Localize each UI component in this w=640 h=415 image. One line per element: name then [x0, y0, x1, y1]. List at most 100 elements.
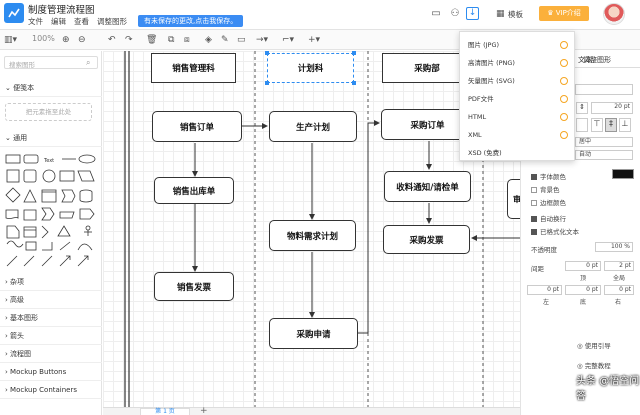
position-select[interactable]: 居中 [575, 137, 633, 147]
crown-icon: ♛ [547, 9, 556, 17]
spacing-top-field[interactable]: 0 pt [565, 261, 601, 271]
direction-select[interactable]: 自动 [575, 150, 633, 160]
node-sales-outbound[interactable]: 销售出库单 [154, 177, 234, 204]
add-page-icon[interactable]: + [200, 406, 208, 415]
font-size-field[interactable]: 20 pt [591, 102, 633, 114]
align-left-icon[interactable] [576, 118, 588, 132]
export-jpg[interactable]: 图片 (JPG) [460, 36, 576, 54]
opacity-field[interactable]: 100 % [595, 242, 633, 252]
selection-handle[interactable] [352, 51, 356, 55]
avatar[interactable] [603, 3, 625, 25]
line-height-icon[interactable]: ⇕ [576, 102, 588, 114]
node-purchase-invoice[interactable]: 采购发票 [383, 225, 470, 254]
checkbox[interactable] [531, 187, 537, 193]
section-general[interactable]: ⌄ 通用 [0, 130, 102, 147]
selection-handle[interactable] [265, 81, 269, 85]
menu-arrange[interactable]: 调整图形 [97, 17, 127, 26]
export-xml[interactable]: XML [460, 126, 576, 144]
section-mockup-containers[interactable]: › Mockup Containers [0, 382, 102, 399]
section-mockup-buttons[interactable]: › Mockup Buttons [0, 364, 102, 381]
fill-color-icon[interactable]: ◈ [205, 35, 212, 45]
line-color-icon[interactable]: ✎ [221, 35, 229, 45]
formatted-text-option[interactable]: 已格式化文本 [531, 226, 579, 236]
section-advanced[interactable]: › 高级 [0, 292, 102, 309]
undo-icon[interactable]: ↶ [108, 35, 116, 45]
template-icon[interactable]: ▦ [496, 9, 505, 19]
node-sales-invoice[interactable]: 销售发票 [154, 272, 234, 301]
redo-icon[interactable]: ↷ [125, 35, 133, 45]
section-arrows[interactable]: › 箭头 [0, 328, 102, 345]
checkbox[interactable] [531, 200, 537, 206]
border-color-option[interactable]: 边框颜色 [531, 197, 566, 207]
font-family-select[interactable] [575, 84, 633, 95]
export-xsd[interactable]: XSD (免费) [460, 144, 576, 162]
export-svg[interactable]: 矢量图片 (SVG) [460, 72, 576, 90]
shadow-icon[interactable]: ▭ [237, 35, 246, 45]
font-color-option[interactable]: 字体颜色 [531, 171, 566, 181]
node-partial-offscreen[interactable]: 审 [507, 179, 520, 219]
spacing-global-field[interactable]: 2 pt [604, 261, 634, 271]
general-shapes-grid[interactable]: Text [4, 152, 98, 270]
zoom-out-icon[interactable]: ⊖ [78, 35, 86, 45]
screen-icon[interactable]: ▭ [431, 8, 441, 19]
document-title[interactable]: 制度管理流程图 [28, 5, 95, 16]
section-label: Mockup Containers [10, 386, 77, 394]
tab-adjust[interactable]: 调整图形 [575, 52, 640, 68]
node-purchase-order[interactable]: 采购订单 [381, 109, 474, 140]
export-html[interactable]: HTML [460, 108, 576, 126]
menu-edit[interactable]: 编辑 [51, 17, 66, 26]
connector-style-icon[interactable]: →▾ [256, 35, 269, 45]
node-mrp[interactable]: 物料需求计划 [269, 220, 356, 251]
zoom-in-icon[interactable]: ⊕ [62, 35, 70, 45]
spacing-bottom-field[interactable]: 0 pt [565, 285, 601, 295]
section-basic[interactable]: › 基本图形 [0, 310, 102, 327]
section-misc[interactable]: › 杂项 [0, 274, 102, 291]
template-button[interactable]: 模板 [508, 10, 523, 19]
node-sales-order[interactable]: 销售订单 [152, 111, 242, 142]
valign-middle-icon[interactable]: ‡ [605, 118, 617, 132]
header-purchasing-dept[interactable]: 采购部 [382, 53, 472, 83]
valign-top-icon[interactable]: ⊤ [591, 118, 603, 132]
share-icon[interactable]: ⚇ [450, 8, 460, 19]
search-input[interactable]: 搜索图形 [4, 56, 98, 69]
section-flowchart[interactable]: › 流程图 [0, 346, 102, 363]
checkbox[interactable] [531, 229, 537, 235]
font-color-swatch[interactable] [612, 169, 634, 179]
export-png[interactable]: 高清图片 (PNG) [460, 54, 576, 72]
panel-toggle-icon[interactable]: ▥▾ [4, 35, 18, 45]
export-pdf[interactable]: PDF文件 [460, 90, 576, 108]
spacing-left-field[interactable]: 0 pt [527, 285, 562, 295]
page-tab[interactable]: 第 1 页 [140, 408, 190, 415]
node-purchase-request[interactable]: 采购申请 [269, 318, 358, 349]
scratchpad-dropzone[interactable]: 把元素拖至此处 [5, 103, 92, 121]
zoom-select[interactable]: 100% [32, 34, 55, 43]
waypoint-icon[interactable]: ⌐▾ [282, 35, 295, 45]
guide-link[interactable]: ◎ 使用引导 [577, 340, 611, 350]
node-production-plan[interactable]: 生产计划 [269, 111, 357, 142]
selection-handle[interactable] [352, 81, 356, 85]
export-download-icon[interactable]: ↓ [466, 7, 479, 20]
delete-icon[interactable]: 🗑 [146, 35, 158, 45]
diagram-canvas[interactable]: 销售管理科 计划科 采购部 销售订单 销售出库单 销售发票 生产计划 物料需求计… [103, 51, 520, 407]
spacing-right-field[interactable]: 0 pt [604, 285, 634, 295]
valign-bottom-icon[interactable]: ⊥ [619, 118, 631, 132]
header-planning-dept[interactable]: 计划科 [267, 53, 354, 83]
menu-view[interactable]: 查看 [74, 17, 89, 26]
node-receipt-inspection[interactable]: 收料通知/请检单 [384, 171, 471, 202]
to-back-icon[interactable]: ⧈ [184, 35, 190, 45]
search-icon[interactable]: ⌕ [86, 58, 91, 67]
header-sales-dept[interactable]: 销售管理科 [151, 53, 236, 83]
vip-button[interactable]: ♛ VIP介绍 [539, 6, 589, 21]
to-front-icon[interactable]: ⧉ [168, 35, 175, 45]
tutorial-link[interactable]: ◎ 完整教程 [577, 360, 611, 370]
tab-text-label[interactable]: 文本 [578, 56, 592, 64]
section-scratchpad[interactable]: ⌄ 便笺本 [0, 80, 102, 97]
insert-icon[interactable]: +▾ [308, 35, 321, 45]
menu-file[interactable]: 文件 [28, 17, 43, 26]
selection-handle[interactable] [265, 51, 269, 55]
unsaved-changes-notice[interactable]: 有未保存的更改,点击我保存。 [138, 15, 244, 27]
bg-color-option[interactable]: 背景色 [531, 184, 560, 194]
checkbox[interactable] [531, 174, 537, 180]
word-wrap-option[interactable]: 自动换行 [531, 213, 566, 223]
checkbox[interactable] [531, 216, 537, 222]
